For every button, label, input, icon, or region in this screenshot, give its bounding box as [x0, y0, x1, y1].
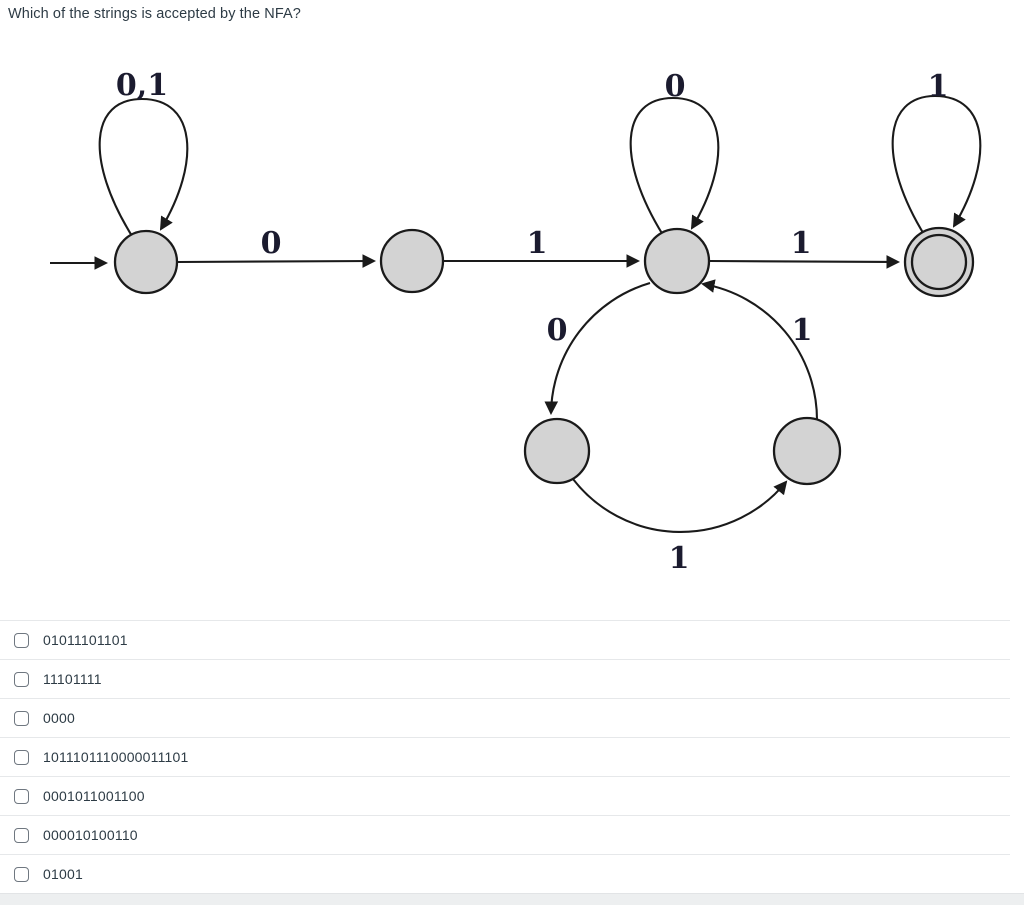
option-label: 000010100110: [43, 827, 138, 843]
option-row[interactable]: 01011101101: [0, 620, 1010, 659]
option-row[interactable]: 0000: [0, 698, 1010, 737]
label-edge-start-to-state2: 0: [261, 226, 282, 261]
edge-start-to-state2: [177, 254, 377, 268]
arc-hub-to-lower-left: [544, 281, 651, 416]
label-arc-bottom: 1: [669, 541, 690, 576]
accept-state-self-loop: [891, 94, 982, 237]
accept-state-inner: [910, 233, 968, 291]
option-label: 01011101101: [43, 632, 128, 648]
option-row[interactable]: 01001: [0, 854, 1010, 893]
question-title: Which of the strings is accepted by the …: [8, 6, 301, 22]
hub-state: [643, 227, 711, 295]
lower-right-state: [772, 416, 842, 486]
state-2: [379, 228, 445, 294]
option-checkbox[interactable]: [14, 788, 29, 804]
lower-left-state: [523, 417, 591, 485]
option-label: 1011101110000011101: [43, 749, 189, 765]
nfa-diagram: 0,1 0 1 0 1 1 0 1 1: [50, 68, 982, 576]
arc-lower-left-to-lower-right: [572, 478, 788, 533]
label-edge-hub-to-accept: 1: [791, 226, 812, 261]
label-hub-self-loop: 0: [665, 69, 686, 104]
option-label: 01001: [43, 866, 83, 882]
label-arc-lower-right-to-hub: 1: [792, 313, 813, 348]
option-checkbox[interactable]: [14, 866, 29, 882]
option-label: 0001011001100: [43, 788, 145, 804]
option-row[interactable]: 1011101110000011101: [0, 737, 1010, 776]
edge-hub-to-accept: [709, 255, 901, 269]
option-row[interactable]: 11101111: [0, 659, 1010, 698]
option-row[interactable]: 000010100110: [0, 815, 1010, 854]
bottom-strip: [0, 893, 1024, 905]
label-accept-self-loop: 1: [928, 69, 949, 104]
option-label: 11101111: [43, 671, 102, 687]
label-start-self-loop: 0,1: [116, 68, 168, 103]
start-state-self-loop: [98, 97, 189, 237]
arc-lower-right-to-hub: [700, 279, 819, 421]
option-checkbox[interactable]: [14, 632, 29, 648]
option-checkbox[interactable]: [14, 749, 29, 765]
option-checkbox[interactable]: [14, 671, 29, 687]
option-label: 0000: [43, 710, 75, 726]
start-state: [113, 229, 179, 295]
label-arc-hub-to-lower-left: 0: [547, 313, 568, 348]
hub-state-self-loop: [629, 96, 720, 236]
option-checkbox[interactable]: [14, 827, 29, 843]
label-edge-state2-to-hub: 1: [527, 226, 548, 261]
option-row[interactable]: 0001011001100: [0, 776, 1010, 815]
options-list: 01011101101 11101111 0000 10111011100000…: [0, 620, 1010, 893]
option-checkbox[interactable]: [14, 710, 29, 726]
